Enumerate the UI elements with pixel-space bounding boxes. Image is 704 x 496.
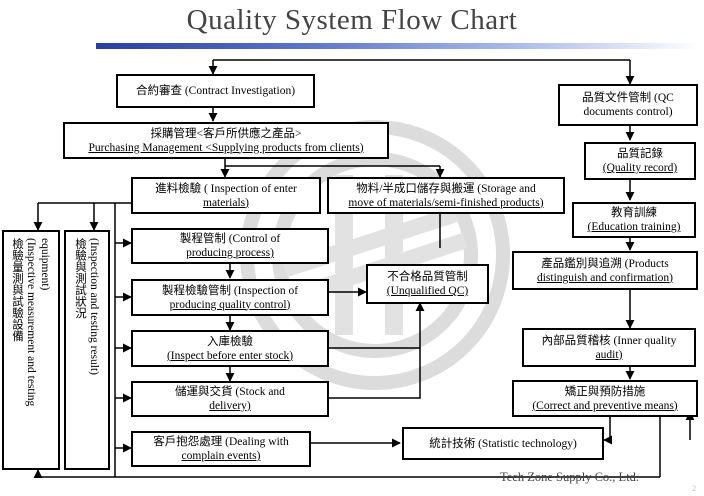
inspection-status-label-en: (Inspection and testing result): [88, 238, 100, 376]
process-control-label-1: 製程管制 (Control of: [179, 233, 281, 245]
internal-audit-box: 內部品質稽核 (Inner quality audit): [522, 328, 696, 367]
title-underline-bar: [96, 43, 700, 49]
purchasing-label-zh: 採購管理<客戶所供應之產品>: [150, 127, 302, 140]
delivery-label-1: 儲運與交貨 (Stock and: [175, 386, 285, 398]
storage-label-1: 物料/半成口儲存與搬運 (Storage and: [356, 182, 536, 195]
inspection-status-label-zh: 檢驗與測試狀況: [74, 238, 86, 319]
stock-entry-inspection-box: 入庫檢驗 (Inspect before enter stock): [131, 330, 329, 367]
incoming-label-2: materials): [203, 196, 249, 209]
quality-record-label-zh: 品質記錄: [617, 148, 663, 160]
qc-docs-label-1: 品質文件管制 (QC: [582, 92, 674, 104]
contract-label: 合約審查 (Contract Investigation): [135, 85, 296, 97]
stock-entry-label-zh: 入庫檢驗: [207, 335, 253, 348]
chart-title: Quality System Flow Chart: [186, 4, 518, 36]
page-number: 2: [692, 484, 696, 493]
audit-label-2: audit): [595, 348, 623, 361]
unqualified-label-zh: 不合格品質管制: [387, 271, 468, 283]
qc-docs-label-2: documents control): [583, 106, 673, 118]
incoming-label-1: 進料檢驗 ( Inspection of enter: [155, 182, 297, 195]
complaint-handling-box: 客戶抱怨處理 (Dealing with complain events): [131, 431, 311, 467]
incoming-inspection-box: 進料檢驗 ( Inspection of enter materials): [131, 177, 321, 214]
measurement-equipment-box: 檢驗量測與試驗設備 (Inspective measurement and te…: [2, 230, 60, 470]
corrective-label-zh: 矯正與預防措施: [564, 385, 646, 398]
process-inspection-label-1: 製程檢驗管制 (Inspection of: [161, 284, 299, 297]
qc-documents-box: 品質文件管制 (QC documents control): [558, 84, 698, 126]
measurement-label-en-1: (Inspective measurement and testing: [25, 238, 37, 407]
education-label-en: (Education training): [587, 221, 681, 233]
process-control-label-2: producing process): [186, 247, 274, 259]
process-control-box: 製程管制 (Control of producing process): [131, 228, 329, 264]
company-name: Tech Zone Supply Co., Ltd.: [500, 470, 640, 484]
statistic-label: 統計技術 (Statistic technology): [429, 437, 577, 450]
complaint-label-1: 客戶抱怨處理 (Dealing with: [153, 436, 289, 448]
unqualified-qc-box: 不合格品質管制 (Unqualified QC): [366, 264, 489, 304]
inspection-status-box: 檢驗與測試狀況 (Inspection and testing result): [64, 230, 110, 470]
education-label-zh: 教育訓練: [611, 207, 657, 219]
purchasing-management-box: 採購管理<客戶所供應之產品> Purchasing Management <Su…: [63, 122, 389, 159]
stock-entry-label-en: (Inspect before enter stock): [166, 349, 294, 362]
stock-delivery-box: 儲運與交貨 (Stock and delivery): [131, 381, 329, 417]
contract-investigation-box: 合約審查 (Contract Investigation): [116, 74, 315, 108]
identification-label-1: 產品鑑別與追溯 (Products: [541, 257, 669, 270]
statistic-technology-box: 統計技術 (Statistic technology): [402, 427, 604, 460]
measurement-label-zh: 檢驗量測與試驗設備: [11, 238, 23, 342]
storage-label-2: move of materials/semi-finished products…: [348, 196, 544, 209]
identification-label-2: distinguish and confirmation): [536, 271, 674, 284]
audit-label-1: 內部品質稽核 (Inner quality: [541, 334, 677, 347]
storage-movement-box: 物料/半成口儲存與搬運 (Storage and move of materia…: [327, 177, 565, 214]
delivery-label-2: delivery): [209, 400, 251, 412]
purchasing-label-en: Purchasing Management <Supplying product…: [88, 141, 364, 154]
quality-record-label-en: (Quality record): [602, 162, 678, 174]
complaint-label-2: complain events): [181, 450, 261, 462]
corrective-label-en: (Correct and preventive means): [532, 399, 678, 412]
corrective-preventive-box: 矯正與預防措施 (Correct and preventive means): [512, 380, 698, 417]
product-identification-box: 產品鑑別與追溯 (Products distinguish and confir…: [512, 251, 698, 290]
process-inspection-box: 製程檢驗管制 (Inspection of producing quality …: [131, 279, 329, 316]
education-training-box: 教育訓練 (Education training): [572, 202, 696, 238]
measurement-label-en-2: equipment): [39, 238, 51, 291]
unqualified-label-en: (Unqualified QC): [386, 285, 469, 297]
process-inspection-label-2: producing quality control): [169, 298, 291, 311]
quality-record-box: 品質記錄 (Quality record): [584, 142, 696, 180]
